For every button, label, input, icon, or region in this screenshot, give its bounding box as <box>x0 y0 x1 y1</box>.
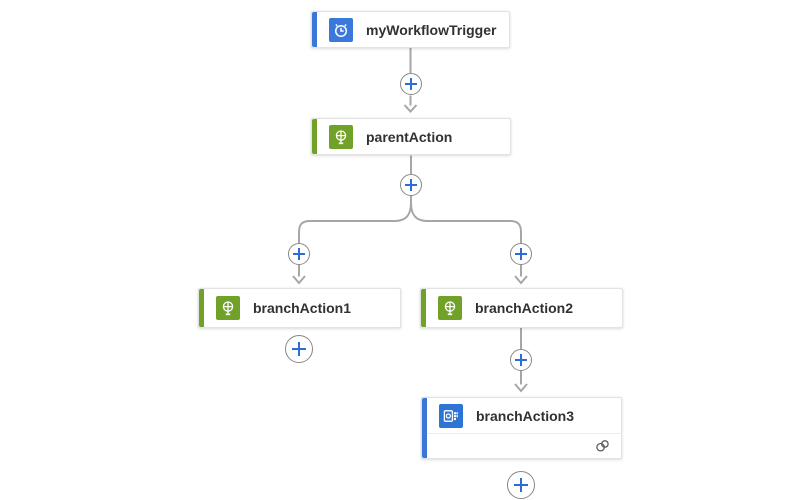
outlook-grid-icon <box>439 403 463 428</box>
insert-step-button-below-branch-action-2[interactable] <box>510 349 532 371</box>
node-label: branchAction3 <box>476 407 575 424</box>
branch-action-1-accent-bar <box>199 289 204 327</box>
insert-step-button-below-trigger[interactable] <box>399 73 422 95</box>
node-branch-action-2[interactable]: branchAction2 <box>420 288 623 328</box>
node-label: branchAction2 <box>475 300 574 316</box>
arrowhead-branch3 <box>514 383 528 393</box>
insert-step-button-branch-right[interactable] <box>510 243 532 265</box>
parent-action-accent-bar <box>312 119 317 154</box>
alarm-clock-icon <box>329 17 353 42</box>
branch-action-3-footer <box>427 433 621 458</box>
connector-split-left <box>298 196 412 243</box>
node-branch-action-1[interactable]: branchAction1 <box>198 288 401 328</box>
branch-action-3-main-row: branchAction3 <box>422 398 621 433</box>
trigger-accent-bar <box>312 12 317 47</box>
branch-action-2-accent-bar <box>421 289 426 327</box>
branch-action-3-accent-bar <box>422 398 427 458</box>
node-label: parentAction <box>366 128 453 145</box>
connection-link-icon[interactable] <box>595 439 610 453</box>
arrowhead-parent <box>403 104 418 113</box>
insert-step-button-branch-left[interactable] <box>288 243 310 265</box>
arrowhead-branch1 <box>292 275 306 285</box>
node-label: branchAction1 <box>253 300 352 316</box>
node-branch-action-3[interactable]: branchAction3 <box>421 397 622 459</box>
arrowhead-branch2 <box>514 275 528 285</box>
insert-step-button-below-parent-action[interactable] <box>400 174 422 196</box>
webhook-globe-icon <box>438 296 462 320</box>
add-action-button-below-branch-action-3[interactable] <box>507 471 535 499</box>
connector-split-right <box>410 196 522 243</box>
node-my-workflow-trigger[interactable]: myWorkflowTrigger <box>311 11 510 48</box>
node-label: myWorkflowTrigger <box>366 21 497 38</box>
webhook-globe-icon <box>216 296 240 320</box>
node-parent-action[interactable]: parentAction <box>311 118 511 155</box>
webhook-globe-icon <box>329 124 353 149</box>
add-action-button-below-branch-action-1[interactable] <box>285 335 313 363</box>
